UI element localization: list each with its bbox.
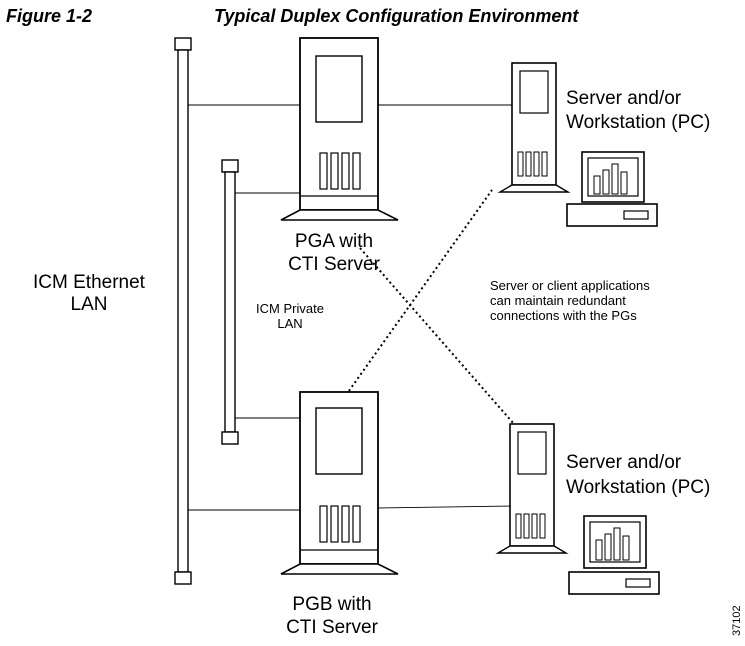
workstation-top-label-line2: Workstation (PC) xyxy=(566,112,710,133)
connection-lines xyxy=(188,104,512,511)
pga-label-line2: CTI Server xyxy=(288,254,381,275)
pga-label-line1: PGA with xyxy=(295,231,373,252)
icm-ethernet-lan-label-line1: ICM Ethernet xyxy=(33,272,146,293)
redundancy-note-line1: Server or client applications xyxy=(490,278,650,293)
redundancy-note-line2: can maintain redundant xyxy=(490,293,626,308)
figure-id-label: 37102 xyxy=(731,605,743,636)
pga-to-bottom-workstation-dotted-link xyxy=(359,247,515,425)
redundant-connections xyxy=(345,189,515,425)
workstation-bottom-label-line1: Server and/or xyxy=(566,452,682,473)
pga-server-tower xyxy=(280,37,399,221)
pgb-server-tower xyxy=(280,391,399,575)
workstation-top-label-line1: Server and/or xyxy=(566,88,682,109)
redundancy-note-line3: connections with the PGs xyxy=(490,308,637,323)
figure-number: Figure 1-2 xyxy=(6,6,92,26)
workstation-top-pc xyxy=(497,62,658,227)
workstation-bottom-pc xyxy=(495,423,660,595)
workstation-bottom-label-line2: Workstation (PC) xyxy=(566,477,710,498)
pgb-label-line2: CTI Server xyxy=(286,617,379,638)
icm-private-lan-bus xyxy=(221,159,239,445)
icm-ethernet-lan-label-line2: LAN xyxy=(71,294,108,315)
icm-ethernet-lan-bus xyxy=(174,37,192,585)
icm-private-lan-label-line1: ICM Private xyxy=(256,301,324,316)
pgb-to-top-workstation-dotted-link xyxy=(345,189,493,396)
pgb-to-bottom-workstation-link xyxy=(376,505,511,509)
figure-title: Typical Duplex Configuration Environment xyxy=(214,6,579,26)
pgb-label-line1: PGB with xyxy=(292,594,371,615)
icm-private-lan-label-line2: LAN xyxy=(277,316,302,331)
